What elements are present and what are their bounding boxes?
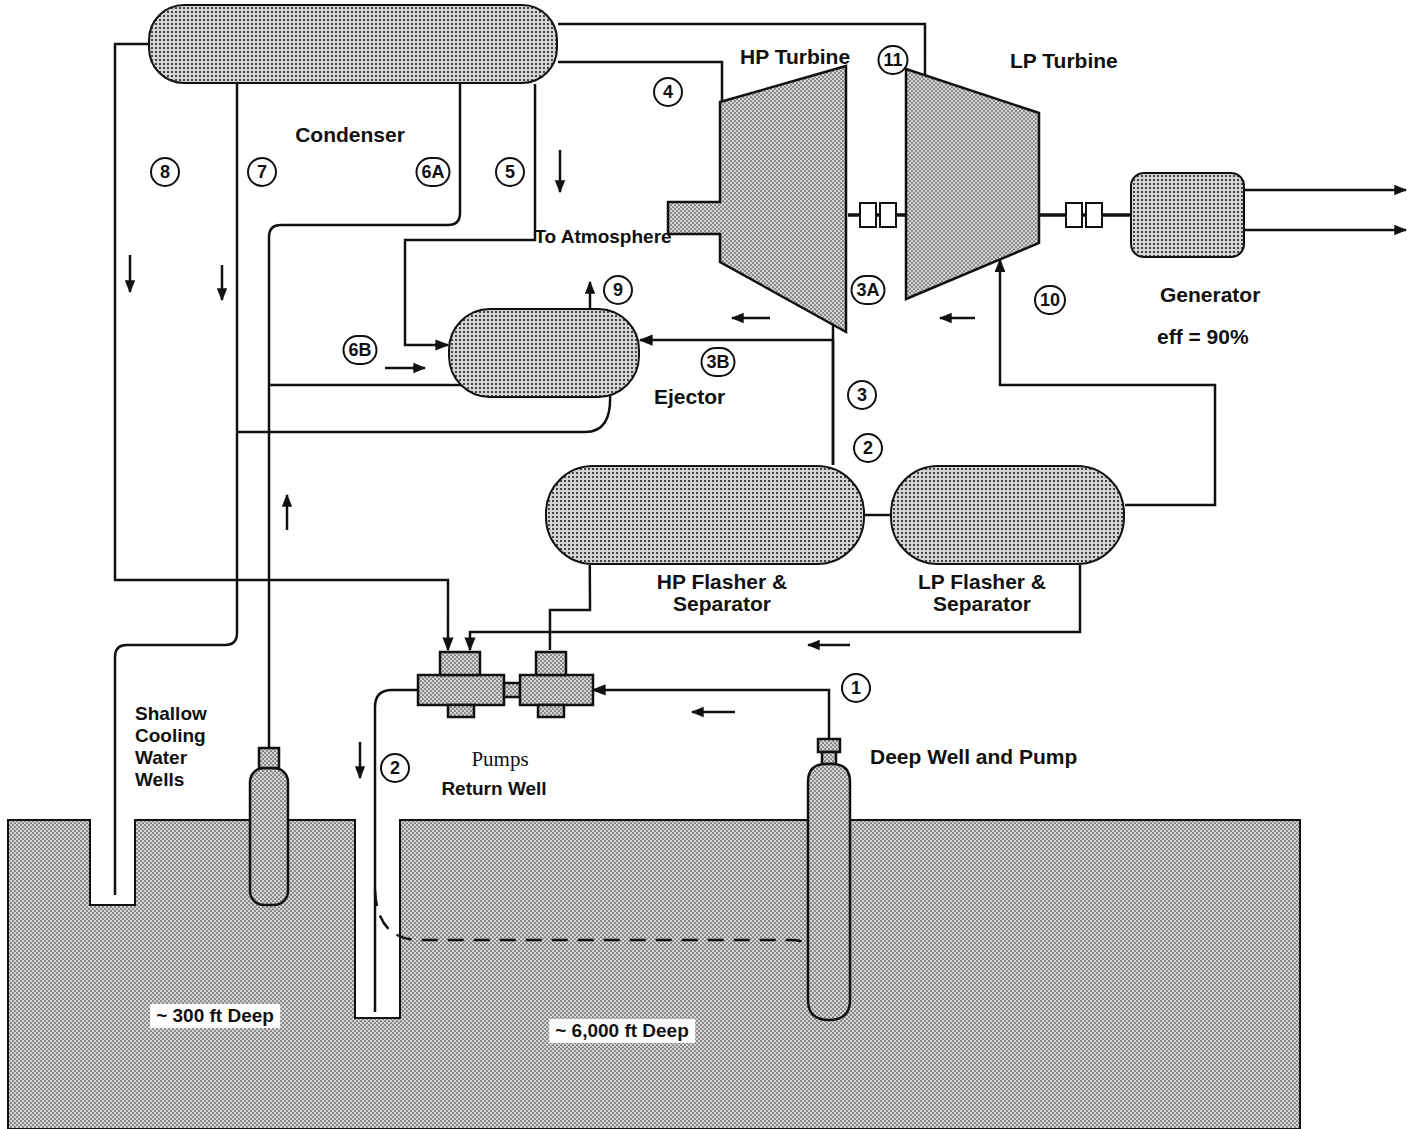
node-label: HP Flasher & Separator xyxy=(632,571,812,615)
annotation: ~ 6,000 ft Deep xyxy=(549,1019,695,1043)
callout-number: 3A xyxy=(850,275,885,305)
ejector-discharge-pipe xyxy=(237,394,610,432)
power-output-line xyxy=(1240,189,1406,192)
pipe-connector xyxy=(558,24,925,75)
node-label: LP Flasher & Separator xyxy=(912,571,1052,615)
hp-turbine-part xyxy=(668,66,846,332)
lp-turbine: LP Turbine xyxy=(905,68,1040,300)
pipe-connector xyxy=(115,44,448,650)
deep-well-outline xyxy=(806,738,852,1022)
ejector-water-pipe xyxy=(269,384,470,387)
node-label: LP Turbine xyxy=(1010,50,1118,72)
deep-well-part xyxy=(808,764,850,1020)
annotation: To Atmosphere xyxy=(533,226,673,248)
flow-arrow xyxy=(559,150,562,192)
shaft-coupling xyxy=(880,203,896,227)
callout-number: 1 xyxy=(841,673,871,703)
pipe-connector xyxy=(640,340,833,465)
deep-well: Deep Well and Pump xyxy=(806,738,852,1022)
callout-number: 2 xyxy=(380,753,410,783)
callout-number: 5 xyxy=(495,157,525,187)
callout-number: 7 xyxy=(247,157,277,187)
pumps: Pumps xyxy=(418,650,593,720)
pumps-outline xyxy=(418,650,593,720)
annotation: Shallow Cooling Water Wells xyxy=(135,703,235,791)
node-label: HP Turbine xyxy=(740,46,850,68)
shaft-coupling xyxy=(1066,203,1082,227)
pumps-part xyxy=(520,675,593,705)
flow-arrow xyxy=(808,644,850,647)
pipe-connector xyxy=(558,62,722,101)
hp-turbine: HP Turbine xyxy=(668,62,848,347)
condenser-tank: Condenser xyxy=(148,4,558,84)
cooling-discharge-pipe xyxy=(115,80,237,895)
pipe-connector xyxy=(405,84,535,345)
hp-turbine-outline xyxy=(668,62,848,347)
pumps-part xyxy=(538,705,564,717)
pipe-connector xyxy=(470,565,1080,650)
pumps-part xyxy=(448,705,474,717)
node-label: Pumps xyxy=(471,748,528,770)
return-well-pipe xyxy=(375,690,420,1012)
hp-flasher-tank: HP Flasher & Separator xyxy=(545,465,865,565)
pipe-connector xyxy=(593,690,829,738)
flow-arrow xyxy=(129,255,132,292)
callout-number: 2 xyxy=(853,433,883,463)
flow-arrow xyxy=(286,495,289,530)
power-output-line xyxy=(1240,229,1406,232)
node-label: Condenser xyxy=(295,124,405,146)
flow-arrow xyxy=(385,367,425,370)
generator: Generatoreff = 90% xyxy=(1130,172,1245,258)
lp-turbine-part xyxy=(906,69,1039,299)
flow-arrow xyxy=(221,265,224,300)
flow-arrow xyxy=(692,711,735,714)
flow-arrow xyxy=(940,317,975,320)
callout-number: 10 xyxy=(1034,285,1066,315)
shallow-well-casing xyxy=(250,768,288,905)
pumps-part xyxy=(536,652,566,675)
flow-arrow xyxy=(359,742,362,778)
pipe-connector xyxy=(550,565,590,650)
lp-turbine-outline xyxy=(905,68,1040,300)
callout-number: 3B xyxy=(700,347,735,377)
annotation: ~ 300 ft Deep xyxy=(150,1004,280,1028)
ground xyxy=(8,820,1300,1129)
node-label: Deep Well and Pump xyxy=(870,746,1077,768)
cooling-supply-pipe xyxy=(269,80,460,748)
ejector-tank: Ejector xyxy=(448,308,640,398)
deep-well-part xyxy=(818,739,840,752)
deep-well-part xyxy=(822,752,836,764)
vent-pipe xyxy=(589,282,592,308)
callout-number: 6A xyxy=(415,157,450,187)
lp-flasher-tank: LP Flasher & Separator xyxy=(890,465,1125,565)
callout-number: 6B xyxy=(342,335,377,365)
flow-arrow xyxy=(732,317,770,320)
pumps-part xyxy=(418,675,504,705)
shallow-well-pump xyxy=(259,748,279,768)
callout-number: 9 xyxy=(603,275,633,305)
node-label: Ejector xyxy=(654,386,725,408)
pumps-part xyxy=(440,652,480,675)
shaft-coupling xyxy=(1086,203,1102,227)
reservoir-flow xyxy=(375,890,829,990)
callout-number: 3 xyxy=(847,380,877,410)
callout-number: 4 xyxy=(653,77,683,107)
annotation: Return Well xyxy=(441,778,546,800)
pumps-part xyxy=(504,683,520,697)
callout-number: 8 xyxy=(150,157,180,187)
callout-number: 11 xyxy=(877,45,908,75)
node-label: eff = 90% xyxy=(1157,326,1249,348)
pipe-connector xyxy=(865,514,890,517)
shaft-coupling xyxy=(860,203,876,227)
node-label: Generator xyxy=(1160,284,1260,306)
